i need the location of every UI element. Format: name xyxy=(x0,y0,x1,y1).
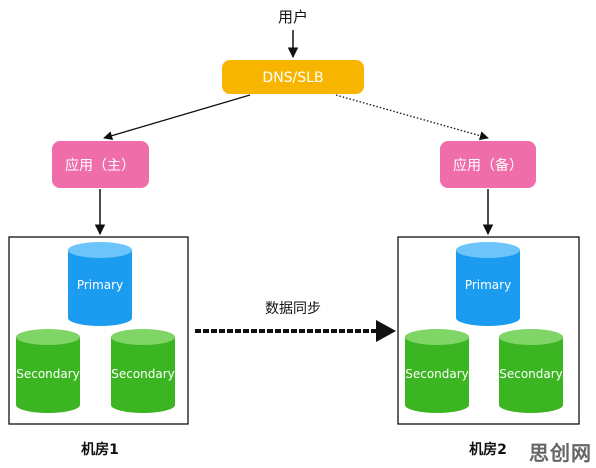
data-sync-label: 数据同步 xyxy=(265,301,321,317)
user-label: 用户 xyxy=(278,8,308,26)
primary-db-cylinder: Primary xyxy=(68,242,132,326)
secondary-db-label: Secondary xyxy=(499,367,563,381)
secondary-db-label: Secondary xyxy=(16,367,80,381)
secondary-db-cylinder: Secondary xyxy=(16,329,80,413)
app-backup-node: 应用（备） xyxy=(440,141,536,188)
secondary-db-label: Secondary xyxy=(405,367,469,381)
arrow-dns-app-primary xyxy=(103,94,251,141)
dns-slb-node: DNS/SLB xyxy=(222,60,364,94)
primary-db-cylinder: Primary xyxy=(456,242,520,326)
primary-db-label: Primary xyxy=(465,278,511,292)
datacenter-room-2: Primary Secondary Secondary xyxy=(397,236,580,425)
arrow-dns-app-backup xyxy=(335,94,489,141)
primary-db-label: Primary xyxy=(77,278,123,292)
room-1-label: 机房1 xyxy=(81,441,119,458)
secondary-db-cylinder: Secondary xyxy=(499,329,563,413)
watermark: 思创网 xyxy=(529,441,592,465)
datacenter-room-1: Primary Secondary Secondary xyxy=(8,236,189,425)
dns-slb-label: DNS/SLB xyxy=(262,70,323,86)
secondary-db-cylinder: Secondary xyxy=(111,329,175,413)
app-primary-label: 应用（主） xyxy=(65,157,135,174)
app-backup-label: 应用（备） xyxy=(453,157,523,174)
secondary-db-label: Secondary xyxy=(111,367,175,381)
room-2-label: 机房2 xyxy=(469,441,507,458)
secondary-db-cylinder: Secondary xyxy=(405,329,469,413)
data-sync-arrow xyxy=(195,320,396,342)
app-primary-node: 应用（主） xyxy=(52,141,149,188)
